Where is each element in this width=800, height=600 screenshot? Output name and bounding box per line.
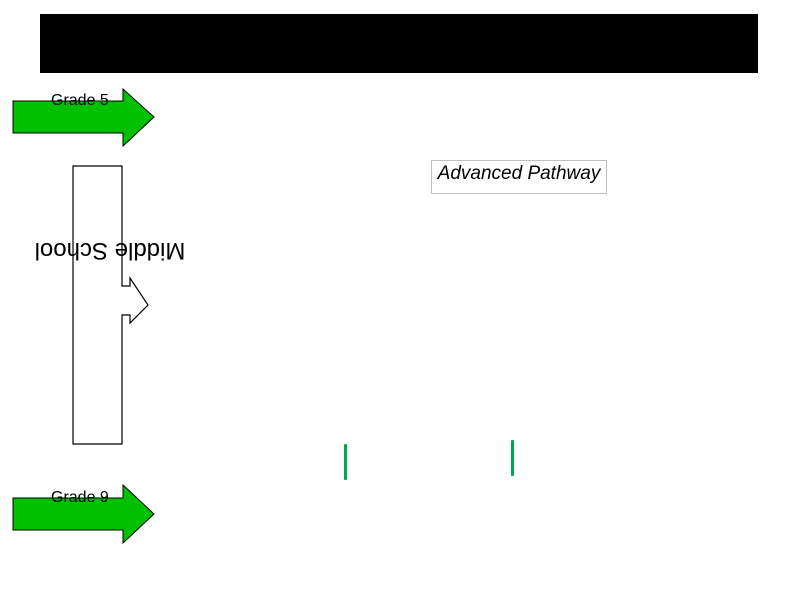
grade-5-label: Grade 5 (51, 92, 109, 109)
advanced-pathway-label: Advanced Pathway (437, 163, 601, 184)
grade-9-label: Grade 9 (51, 489, 109, 506)
marker-line-left (344, 444, 347, 480)
grade-5-arrow (12, 88, 155, 148)
advanced-pathway-box (431, 160, 607, 194)
middle-school-label: Middle School (34, 237, 186, 264)
middle-school-shape (72, 165, 149, 445)
title-bar (40, 14, 758, 73)
marker-line-right (511, 440, 514, 476)
grade-9-arrow (12, 484, 155, 545)
